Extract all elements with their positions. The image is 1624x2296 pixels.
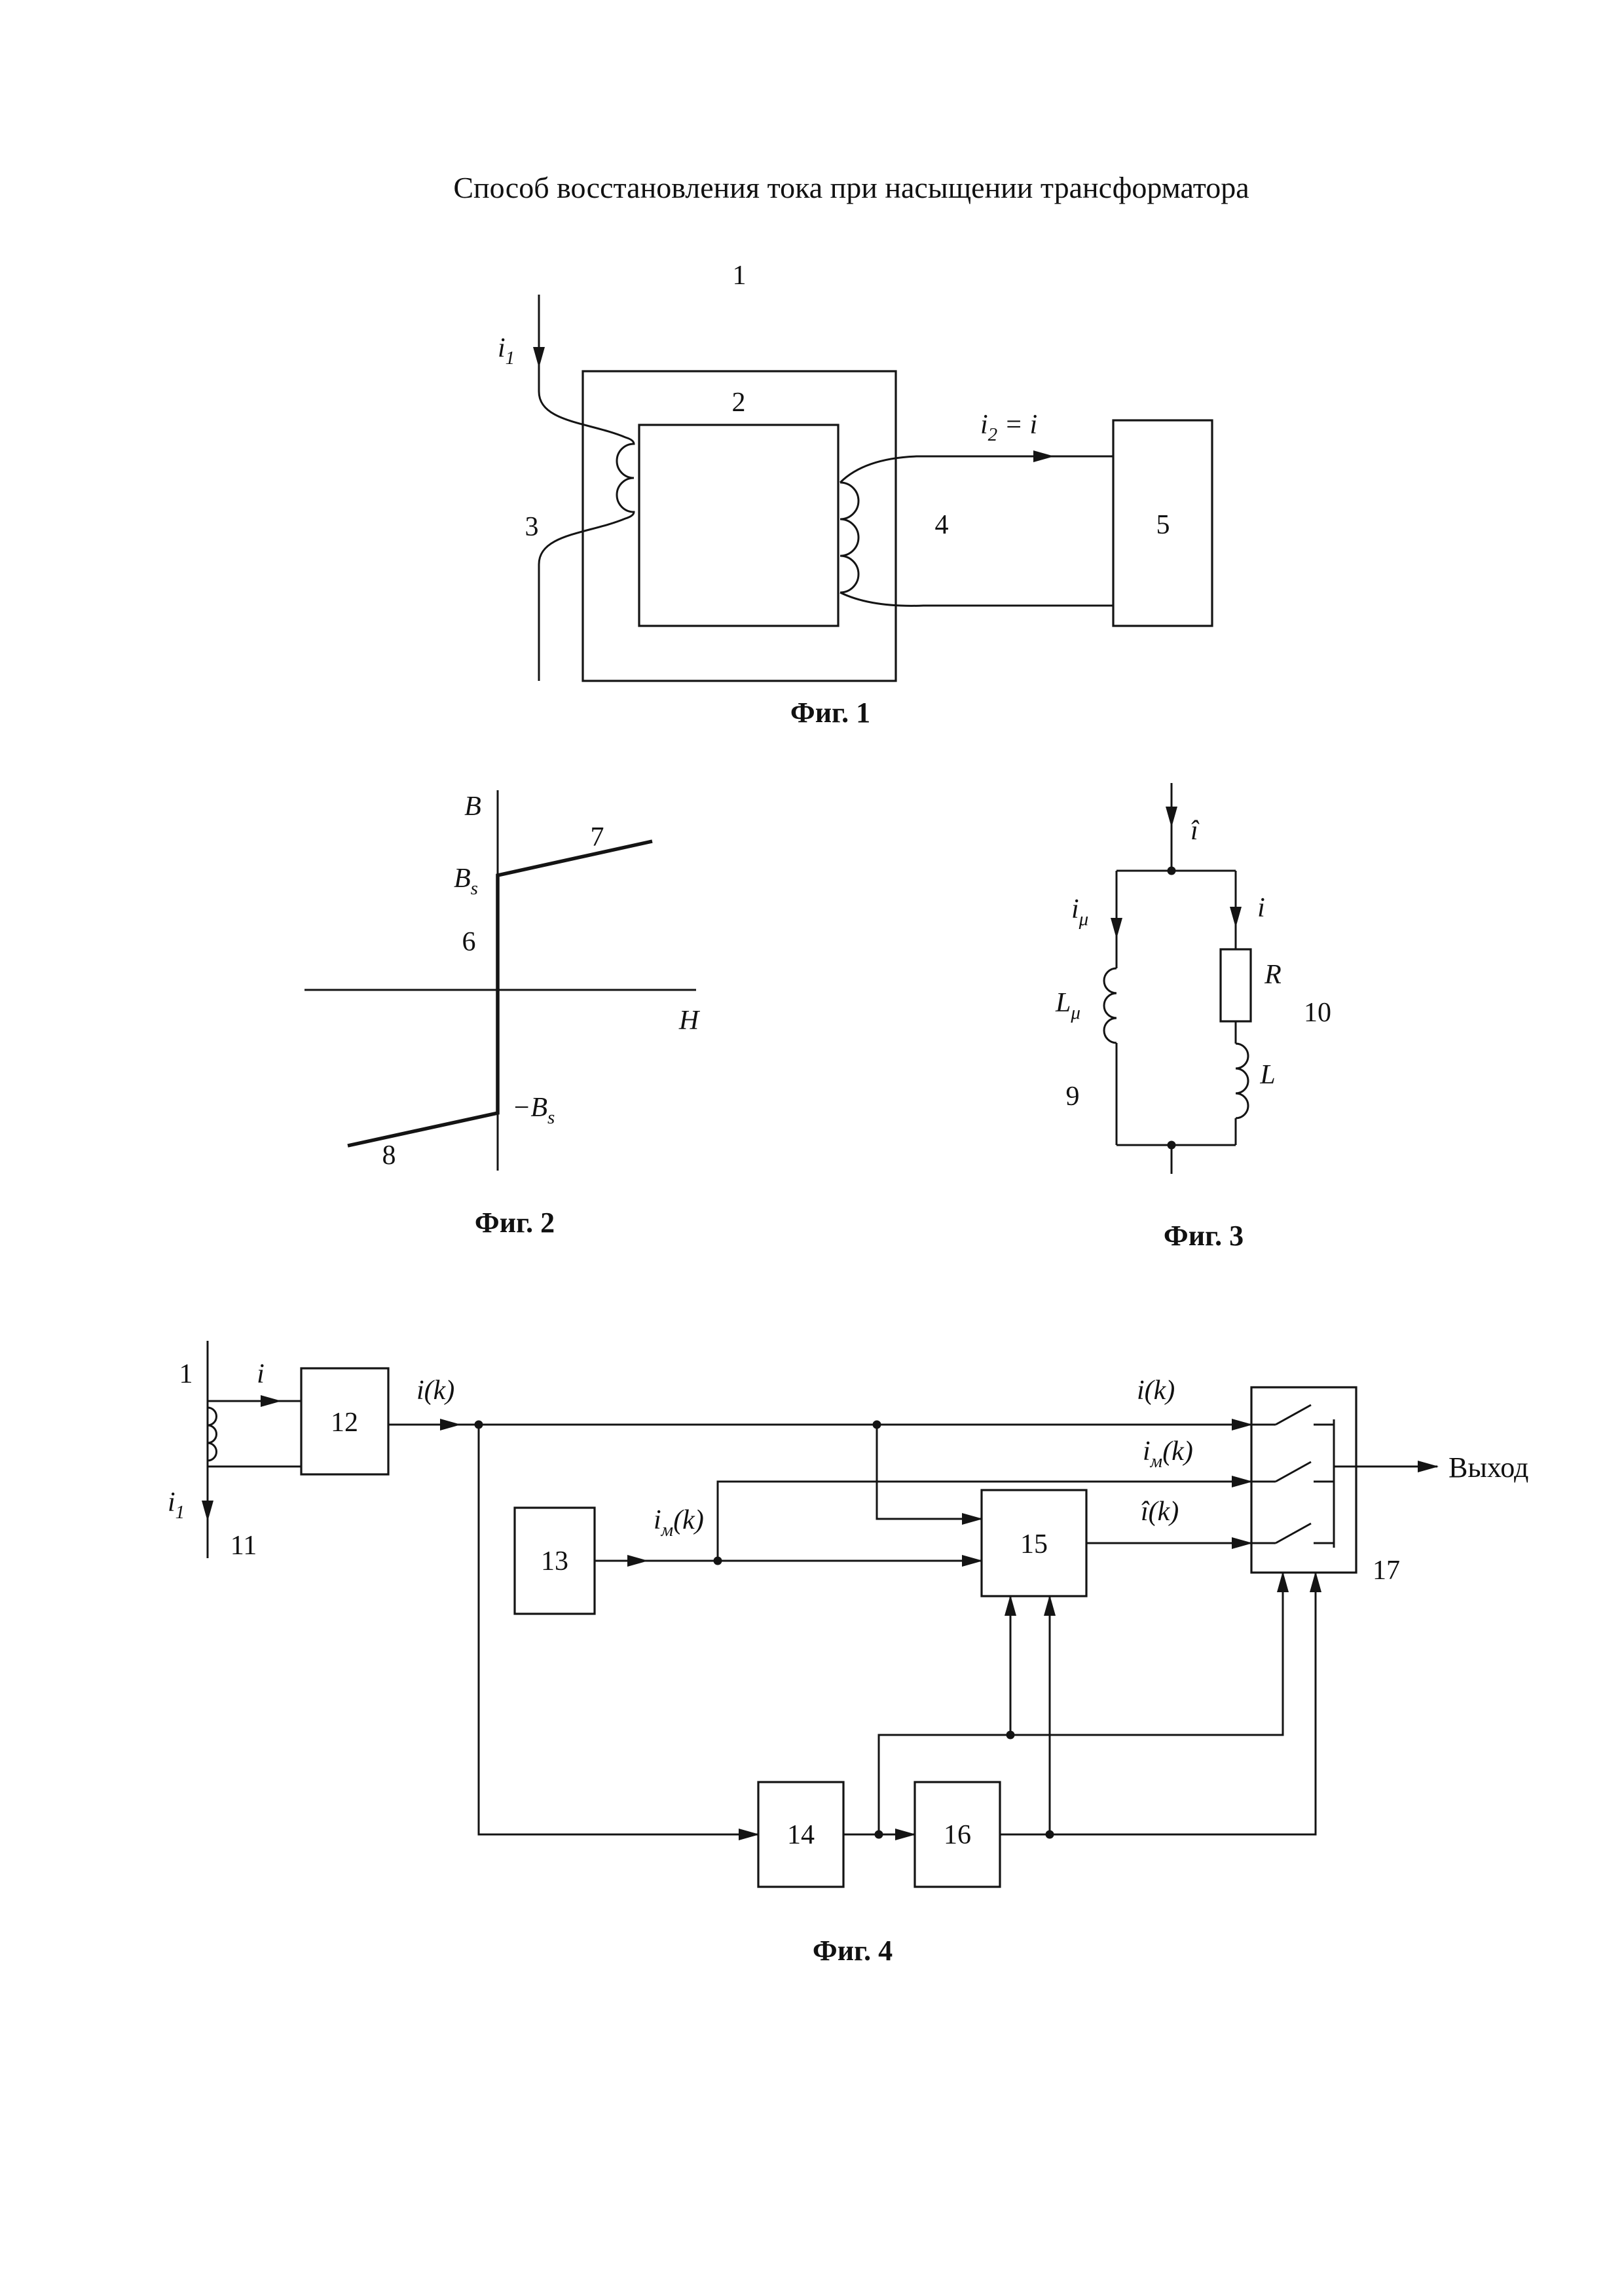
- fig3-equivalent-circuit: î iμ Lμ i R L 9 10 Фиг. 3: [1055, 783, 1331, 1252]
- fig2-bs-label: Bs: [454, 864, 478, 899]
- fig4-block-15-label: 15: [1020, 1529, 1048, 1559]
- fig4-switch-bottom: [1251, 1522, 1334, 1544]
- fig3-ref-9: 9: [1066, 1082, 1080, 1112]
- fig4-block-14: [757, 1781, 845, 1888]
- fig2-axis-b-label: B: [464, 792, 481, 822]
- fig4-imk-label-1: iм(k): [654, 1505, 704, 1540]
- fig4-imk-base-1: i: [654, 1505, 661, 1535]
- fig4-ik-to-14: [477, 1425, 760, 1840]
- fig4-block-14-label: 14: [787, 1820, 815, 1850]
- fig1-i2-rest: = i: [997, 410, 1037, 440]
- fig4-caption: Фиг. 4: [813, 1935, 893, 1967]
- fig1-secondary-winding: [840, 481, 860, 594]
- fig2-axis-h-label: H: [678, 1006, 701, 1036]
- fig4-ik-label-1: i(k): [416, 1376, 454, 1406]
- fig1-ref-1: 1: [733, 261, 747, 291]
- fig3-imu-label: iμ: [1071, 894, 1088, 930]
- switch-blade: [1275, 1522, 1312, 1544]
- fig4-switch-top: [1251, 1404, 1334, 1426]
- fig1-i1-base: i: [498, 333, 506, 363]
- fig1-secondary-top-lead: [839, 455, 1113, 484]
- fig3-resistor: [1219, 948, 1252, 1023]
- fig1-i1-label: i1: [498, 333, 515, 369]
- fig4-16-route: [1000, 1571, 1321, 1836]
- fig3-lmu-base: L: [1055, 988, 1071, 1018]
- fig3-lmu-label: Lμ: [1055, 988, 1080, 1023]
- fig4-block-13: [513, 1506, 596, 1615]
- fig3-lmu-coil: [1103, 967, 1117, 1044]
- fig4-imk-sub-1: м: [661, 1520, 674, 1540]
- fig1-core-inner: [638, 424, 840, 627]
- fig1-i2-label: i2 = i: [980, 410, 1037, 445]
- fig3-ref-10: 10: [1304, 998, 1331, 1028]
- fig4-block-12: [300, 1367, 390, 1476]
- fig1-primary-wire: [538, 295, 635, 681]
- fig4-i1-label: i1: [168, 1487, 185, 1523]
- fig4-secondary-coil: [207, 1406, 217, 1462]
- fig4-imk-base-2: i: [1143, 1436, 1151, 1467]
- fig4-block-17: [1250, 1386, 1357, 1574]
- fig3-ihat-label: î: [1190, 816, 1200, 846]
- fig4-14-route: [877, 1571, 1289, 1834]
- fig4-imk-sub-2: м: [1150, 1451, 1163, 1472]
- junction-dot: [1167, 866, 1176, 875]
- fig4-i1-sub: 1: [175, 1502, 185, 1523]
- fig2-bh-curve: B H Bs −Bs 7 6 8 Фиг. 2: [304, 790, 701, 1239]
- fig1-i2-sub: 2: [988, 424, 998, 445]
- fig4-i-label: i: [257, 1359, 265, 1389]
- fig4-switch-middle: [1251, 1461, 1334, 1483]
- fig3-imu-base: i: [1071, 894, 1079, 924]
- fig1-ref-2: 2: [732, 388, 746, 418]
- fig2-neg-bs-base: −B: [512, 1093, 547, 1123]
- fig2-bs-base: B: [454, 864, 471, 894]
- fig3-l-coil: [1235, 1042, 1249, 1120]
- fig3-r-label: R: [1264, 960, 1282, 990]
- fig4-imk-to-17: [716, 1476, 1253, 1561]
- fig2-caption: Фиг. 2: [475, 1207, 555, 1239]
- fig3-imu-sub: μ: [1079, 909, 1089, 930]
- fig1-secondary-bottom-lead: [840, 591, 1113, 607]
- fig4-block-12-label: 12: [331, 1408, 358, 1438]
- fig4-output-label: Выход: [1449, 1451, 1528, 1484]
- fig2-magnetization-curve: [347, 839, 653, 1148]
- fig1-ref-4: 4: [935, 510, 949, 540]
- fig4-ref-17: 17: [1373, 1556, 1400, 1586]
- fig1-transformer-diagram: 1 2 3 4 i1 i2 = i 5 Фиг. 1: [498, 261, 1213, 729]
- fig2-ref-8: 8: [382, 1140, 396, 1171]
- fig4-ref-11: 11: [231, 1531, 257, 1561]
- fig4-i1-base: i: [168, 1487, 175, 1518]
- fig2-neg-bs-label: −Bs: [512, 1093, 555, 1128]
- fig1-caption: Фиг. 1: [790, 697, 870, 729]
- fig3-lmu-sub: μ: [1070, 1002, 1080, 1023]
- fig4-block-13-label: 13: [541, 1546, 568, 1576]
- fig3-i-label: i: [1257, 893, 1265, 923]
- fig4-ik-label-2: i(k): [1137, 1376, 1175, 1406]
- fig1-block-5: [1112, 419, 1213, 627]
- fig1-ref-5: 5: [1156, 510, 1170, 540]
- fig4-ik-to-15: [876, 1425, 983, 1525]
- fig2-ref-7: 7: [591, 822, 604, 852]
- fig2-neg-bs-sub: s: [547, 1107, 555, 1128]
- fig4-block-diagram: 1 i i1 11 12 i(k) i(k) 13 iм(k) iм(k) 15: [168, 1341, 1528, 1967]
- fig2-bs-sub: s: [471, 878, 478, 899]
- page-title: Способ восстановления тока при насыщении…: [453, 171, 1249, 204]
- fig1-i1-sub: 1: [506, 348, 515, 369]
- fig4-ref-1: 1: [179, 1359, 193, 1389]
- fig4-imk-rest-2: (k): [1162, 1436, 1193, 1467]
- fig4-imk-label-2: iм(k): [1143, 1436, 1193, 1472]
- fig4-block-16: [913, 1781, 1001, 1888]
- switch-blade: [1275, 1404, 1312, 1426]
- fig4-ihatk-label: î(k): [1141, 1497, 1179, 1527]
- fig1-i2-base: i: [980, 410, 988, 440]
- fig3-caption: Фиг. 3: [1164, 1220, 1244, 1252]
- switch-blade: [1275, 1461, 1312, 1483]
- fig3-l-label: L: [1259, 1060, 1275, 1090]
- fig4-block-16-label: 16: [944, 1820, 971, 1850]
- fig2-ref-6: 6: [462, 927, 476, 957]
- fig1-ref-3: 3: [525, 512, 539, 542]
- fig4-imk-rest-1: (k): [673, 1505, 704, 1535]
